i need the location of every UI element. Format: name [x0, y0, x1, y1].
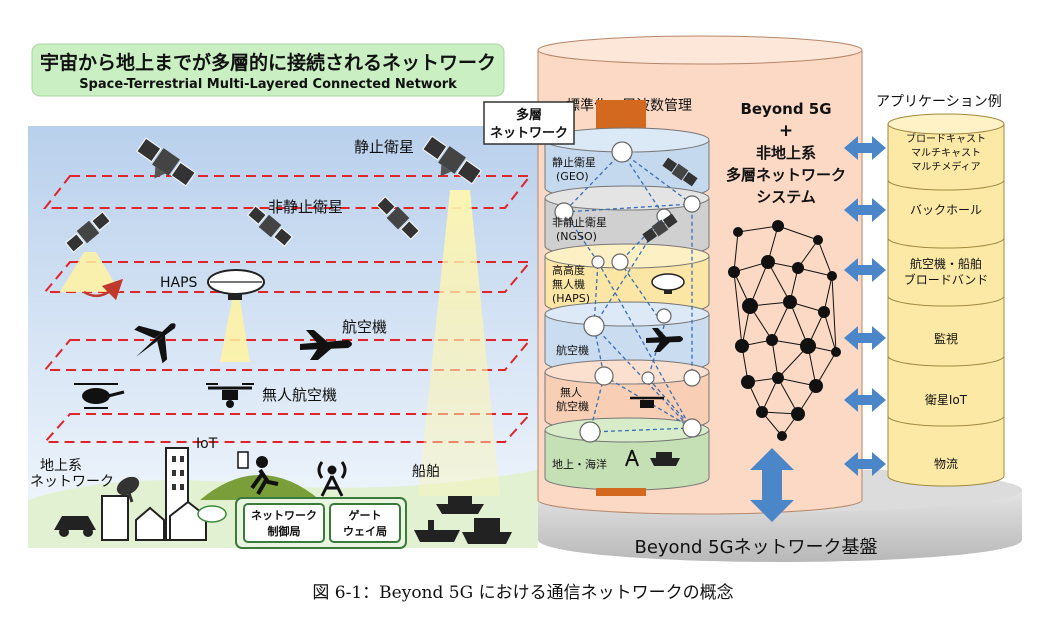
- stack-ship-icon: [650, 452, 680, 466]
- app-4-l1: 衛星IoT: [925, 393, 968, 407]
- app-0-l2: マルチキャスト: [911, 147, 981, 159]
- app-cylinder: [887, 113, 1005, 487]
- system-l3: 非地上系: [756, 144, 816, 162]
- ngso-satellite-icon-2: [247, 205, 293, 247]
- drone-icon: [206, 383, 254, 408]
- stack-drone-icon: [630, 396, 664, 408]
- layer-ngso-l2: (NGSO): [556, 230, 597, 243]
- label-haps: HAPS: [160, 275, 198, 291]
- cloud-icon: [197, 505, 227, 523]
- system-l5: システム: [756, 188, 816, 206]
- airship-icon: [207, 269, 265, 300]
- stack-ngso-satellite-icon: [642, 213, 678, 243]
- layer-haps-l2: 無人機: [552, 277, 585, 291]
- airliner-icon: [300, 330, 352, 360]
- app-arrow-3: [844, 326, 886, 350]
- app-2-l1: 航空機・船舶: [910, 256, 982, 271]
- figure-caption: 図 6-1：Beyond 5G における通信ネットワークの概念: [312, 582, 733, 603]
- car-icon: [54, 516, 96, 537]
- layer-planes: [42, 175, 533, 443]
- handover-arrow: [83, 278, 124, 301]
- haps-beam: [220, 300, 250, 362]
- gateway-station-box: [329, 503, 401, 543]
- multilayer-callout: [483, 101, 575, 145]
- title-jp: 宇宙から地上までが多層的に接続されるネットワーク: [40, 51, 496, 74]
- runner-icon: [237, 451, 279, 495]
- control-station-l1: ネットワーク: [251, 509, 317, 522]
- geo-beam: [418, 190, 500, 496]
- label-ship: 船舶: [412, 464, 440, 480]
- stack-airplane-icon: [646, 328, 683, 352]
- ngso-satellite-icon-1: [65, 211, 111, 253]
- layer-drone-l1: 無人: [560, 385, 582, 399]
- app-arrows: [844, 136, 886, 476]
- system-l1: Beyond 5G: [740, 100, 831, 118]
- airplane-icon: [134, 323, 176, 364]
- gateway-station-l2: ウェイ局: [343, 525, 387, 538]
- callout-l1: 多層: [516, 107, 542, 123]
- app-arrow-0: [844, 136, 886, 160]
- helicopter-icon: [74, 383, 125, 409]
- app-0-l1: ブロードキャスト: [906, 132, 986, 145]
- layer-aircraft-l1: 航空機: [556, 343, 589, 357]
- stack-airship-icon: [651, 273, 685, 294]
- app-1-l1: バックホール: [910, 203, 982, 217]
- label-terrestrial-1: 地上系: [40, 458, 82, 474]
- app-arrow-4: [844, 388, 886, 412]
- layer-haps-l3: (HAPS): [552, 292, 590, 305]
- ship-icon: [414, 496, 512, 544]
- control-station-l2: 制御局: [268, 524, 301, 538]
- dish-antenna-icon: [116, 476, 140, 503]
- stack-tower-icon: [625, 449, 639, 467]
- core-pipe-bottom: [596, 488, 646, 496]
- salmon-cylinder-top: [537, 35, 863, 65]
- label-iot: IoT: [196, 436, 218, 452]
- layer-ngso-l1: 非静止衛星: [552, 215, 607, 229]
- stack-satellite-icon: [662, 157, 698, 187]
- app-heading: アプリケーション例: [876, 94, 1002, 110]
- system-l2: +: [779, 121, 793, 141]
- app-0-l3: マルチメディア: [911, 160, 980, 173]
- callout-l2: ネットワーク: [490, 126, 568, 141]
- label-geo-sat: 静止衛星: [354, 138, 414, 156]
- layer-drone-l2: 航空機: [556, 399, 589, 413]
- vertical-double-arrow: [750, 448, 794, 522]
- app-arrow-1: [844, 198, 886, 222]
- label-aircraft: 航空機: [342, 318, 387, 336]
- title-box: [31, 43, 505, 97]
- city-buildings-icon: [101, 447, 207, 541]
- satellite-icon: [136, 137, 196, 187]
- label-terrestrial-2: ネットワーク: [30, 474, 114, 490]
- label-ngso-sat: 非静止衛星: [268, 198, 343, 216]
- geo-satellite-icon: [422, 135, 482, 185]
- label-drone: 無人航空機: [262, 386, 337, 404]
- app-5-l1: 物流: [934, 457, 958, 471]
- title-en: Space-Terrestrial Multi-Layered Connecte…: [79, 77, 457, 92]
- app-arrow-5: [844, 452, 886, 476]
- layer-geo-l1: 静止衛星: [552, 155, 596, 169]
- app-arrow-2: [844, 258, 886, 282]
- layer-geo: [544, 127, 710, 201]
- layer-ground-l1: 地上・海洋: [552, 457, 607, 471]
- layer-haps-l1: 高高度: [552, 263, 585, 277]
- system-l4: 多層ネットワーク: [726, 166, 846, 184]
- control-station-box: [243, 503, 325, 543]
- base-label: Beyond 5Gネットワーク基盤: [634, 537, 877, 558]
- gateway-station-l1: ゲート: [349, 508, 382, 522]
- app-2-l2: ブロードバンド: [904, 272, 989, 287]
- cell-tower-icon: [317, 461, 347, 497]
- mesh-nodes: [728, 220, 841, 441]
- app-3-l1: 監視: [934, 331, 958, 346]
- layer-geo-l2: (GEO): [556, 170, 589, 183]
